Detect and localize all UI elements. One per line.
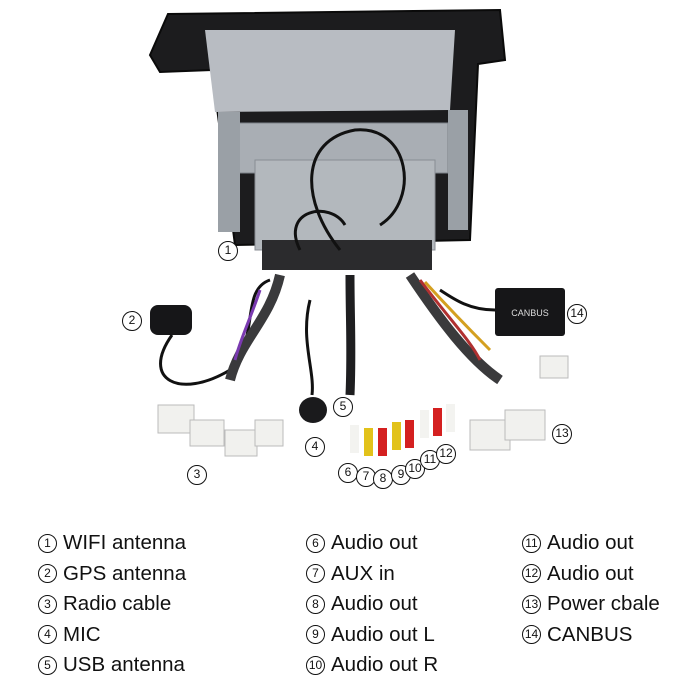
legend-number: 8 (306, 594, 325, 614)
legend-label: Audio out (547, 531, 634, 555)
connector-block (262, 240, 432, 270)
callout-14: 14 (567, 304, 587, 324)
power-connector-2 (504, 409, 546, 441)
legend-number: 6 (306, 533, 325, 553)
rca-plugs (350, 404, 455, 456)
back-panel (205, 30, 455, 112)
mic-head (299, 397, 327, 423)
legend-item: 5 USB antenna (38, 650, 186, 681)
radio-connector-4 (254, 419, 284, 447)
legend-label: Audio out (547, 561, 634, 585)
legend-label: USB antenna (63, 653, 185, 677)
colored-wires-2 (423, 280, 492, 352)
legend-item: 3 Radio cable (38, 589, 186, 620)
callout-6: 6 (338, 463, 358, 483)
canbus-cable (439, 288, 496, 312)
canbus-box (495, 288, 565, 336)
legend-label: WIFI antenna (63, 531, 187, 555)
harness-mid (345, 274, 356, 396)
right-bracket (448, 110, 468, 230)
legend-item: 11 Audio out (522, 528, 660, 559)
callout-2: 2 (122, 311, 142, 331)
legend-label: Power cbale (547, 592, 660, 616)
legend-number: 4 (38, 625, 57, 645)
legend-item: 8 Audio out (306, 589, 438, 620)
wifi-cable (310, 128, 406, 251)
legend-number: 11 (522, 533, 541, 553)
radio-connector-2 (189, 419, 225, 447)
callout-1: 1 (218, 241, 238, 261)
legend-label: Audio out (331, 592, 418, 616)
legend-item: 6 Audio out (306, 528, 438, 559)
callout-13: 13 (552, 424, 572, 444)
legend-number: 7 (306, 564, 325, 584)
legend-item: 13 Power cbale (522, 589, 660, 620)
callout-4: 4 (305, 437, 325, 457)
legend-number: 14 (522, 625, 541, 645)
legend-number: 5 (38, 655, 57, 675)
legend-number: 13 (522, 594, 541, 614)
power-connector-1 (469, 419, 511, 451)
colored-wires (418, 279, 482, 361)
harness-left (225, 273, 285, 382)
canbus-box-text: CANBUS (511, 308, 549, 318)
product-photo: CANBUS (148, 8, 569, 457)
legend-label: MIC (63, 622, 101, 646)
legend-item: 2 GPS antenna (38, 559, 186, 590)
legend-item: 1 WIFI antenna (38, 528, 186, 559)
legend-item: 12 Audio out (522, 559, 660, 590)
legend-number: 12 (522, 564, 541, 584)
harness-right (405, 272, 503, 385)
colored-wires-3 (233, 289, 262, 361)
legend-label: GPS antenna (63, 561, 187, 585)
legend-item: 9 Audio out L (306, 620, 438, 651)
callout-8: 8 (373, 469, 393, 489)
callout-12: 12 (436, 444, 456, 464)
power-connector-3 (539, 355, 569, 379)
callout-5: 5 (333, 397, 353, 417)
legend-number: 2 (38, 564, 57, 584)
legend-number: 9 (306, 625, 325, 645)
callout-11: 11 (420, 450, 440, 470)
main-unit-box (254, 159, 436, 251)
legend-number: 1 (38, 533, 57, 553)
legend-label: Audio out R (331, 653, 439, 677)
mic-cable (305, 299, 314, 396)
legend-label: Radio cable (63, 592, 172, 616)
legend-number: 10 (306, 655, 325, 675)
radio-connector-1 (157, 404, 195, 434)
gps-antenna-puck (150, 305, 192, 335)
wifi-cable-loop (293, 209, 347, 251)
legend-item: 4 MIC (38, 620, 186, 651)
legend-item: 7 AUX in (306, 559, 438, 590)
legend-label: CANBUS (547, 622, 633, 646)
legend-number: 3 (38, 594, 57, 614)
legend-label: Audio out L (331, 622, 435, 646)
legend-label: AUX in (331, 561, 395, 585)
callout-3: 3 (187, 465, 207, 485)
legend-item: 14 CANBUS (522, 620, 660, 651)
legend-label: Audio out (331, 531, 418, 555)
legend-item: 10 Audio out R (306, 650, 438, 681)
radio-connector-3 (224, 429, 258, 457)
left-bracket (218, 112, 240, 232)
